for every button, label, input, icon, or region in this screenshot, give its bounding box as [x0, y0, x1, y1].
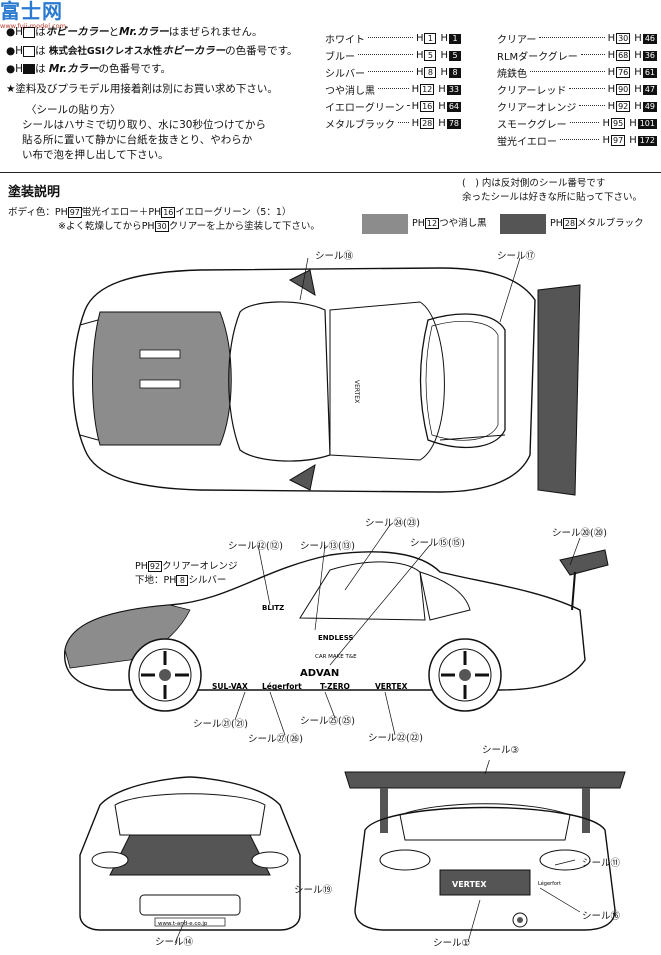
decal-advan: ADVAN [300, 668, 339, 679]
callout-decal-1: シール① [433, 938, 471, 949]
watermark-logo: 富士网 www.fuji-model.com [0, 0, 82, 30]
callout-decal-14: シール⑭ [155, 937, 194, 948]
decal-sulvax: SUL-VAX [212, 682, 248, 691]
callout-decal-20: シール⑳(⑳) [552, 528, 607, 539]
painting-note-leftover: 余ったシールは好きな所に貼って下さい。 [462, 192, 643, 203]
decal-instructions-line-3: い布で泡を押し出して下さい。 [22, 149, 169, 161]
watermark-url: www.fuji-model.com [0, 22, 66, 30]
car-front-view-diagram: www.t-and-e.co.jp [79, 776, 301, 944]
car-top-view-diagram: VERTEX [72, 257, 581, 496]
decal-legerfort: Légerfort [262, 682, 302, 691]
decal-instructions-line-1: シールはハサミで切り取り、水に30秒位つけてから [22, 119, 266, 131]
section-divider [0, 172, 661, 173]
callout-decal-16: シール⑯ [582, 911, 621, 922]
legend-matte-black-swatch [362, 214, 408, 234]
callout-decal-19: シール⑲ [294, 885, 333, 896]
callout-decal-15: シール⑮(⑮) [410, 538, 465, 549]
note-line-4: ★塗料及びプラモデル用接着剤は別にお買い求め下さい。 [6, 83, 278, 95]
decal-instructions-title: 〈シールの貼り方〉 [26, 104, 121, 116]
rear-vertex-decal: VERTEX [452, 880, 487, 889]
decal-tzero: T-ZERO [320, 682, 350, 691]
decal-instructions-line-2: 貼る所に置いて静かに台紙を抜きとり、やわらか [22, 134, 253, 146]
callout-decal-24: シール㉔(㉓) [365, 518, 420, 529]
h-white-box [23, 26, 36, 38]
painting-note-reverse: ( ) 内は反対側のシール番号です [462, 178, 606, 189]
decal-vertex-side: VERTEX [375, 682, 408, 691]
legend-metal-black-swatch [500, 214, 546, 234]
callout-decal-17: シール⑰ [497, 251, 536, 262]
painting-title: 塗装説明 [8, 185, 61, 200]
callout-decal-27: シール㉗(㉖) [248, 734, 303, 745]
callout-decal-3: シール③ [482, 745, 520, 756]
decal-blitz: BLITZ [262, 604, 284, 612]
car-side-view-diagram: BLITZ ENDLESS CAR MAKE T&E ADVAN SUL-VAX… [64, 524, 609, 736]
decal-endless: ENDLESS [318, 634, 353, 642]
rear-legerfort-decal: Légerfort [538, 880, 561, 887]
callout-decal-12: シール⑫(⑫) [228, 541, 283, 552]
callout-decal-25: シール㉕(㉕) [300, 716, 355, 727]
roof-vertex-decal: VERTEX [353, 380, 360, 403]
note-line-1: ●H はホビーカラーとMr.カラーはまぜられません。 [6, 26, 263, 38]
callout-decal-18: シール⑱ [315, 251, 354, 262]
car-rear-view-diagram: VERTEX Légerfort [344, 760, 626, 943]
callout-decal-13: シール⑬(⑬) [300, 541, 355, 552]
watermark-brand: 富士网 [0, 0, 63, 23]
callout-decal-11: シール⑪ [582, 858, 621, 869]
note-line-3: ●H は Mr.カラーの色番号です。 [6, 63, 171, 75]
decal-carmake: CAR MAKE T&E [315, 654, 357, 660]
callout-decal-21: シール㉑(㉑) [193, 719, 248, 730]
note-line-2: ●H は 株式会社GSIクレオス水性ホビーカラーの色番号です。 [6, 45, 298, 57]
callout-decal-22: シール㉒(㉒) [368, 733, 423, 744]
